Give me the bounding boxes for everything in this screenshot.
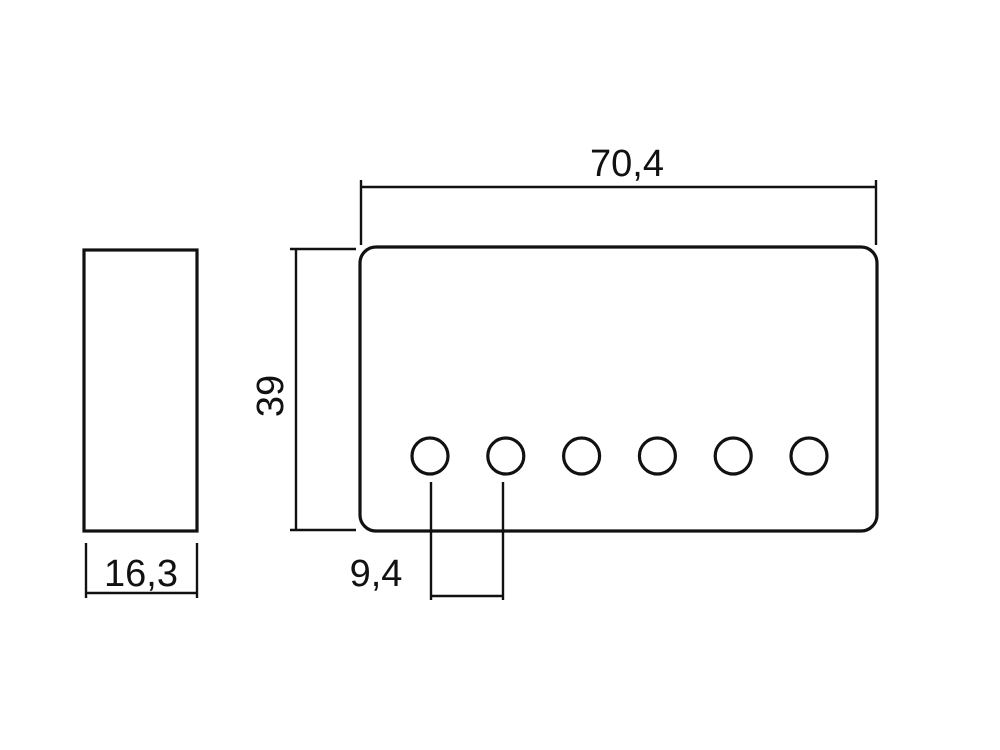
pole-piece-hole [789, 436, 829, 476]
depth-dimension: 16,3 [84, 543, 199, 598]
cover-side-view [82, 248, 199, 533]
pole-piece-hole [561, 436, 602, 476]
depth-label: 16,3 [104, 553, 178, 595]
pole-piece-hole [410, 436, 450, 476]
width-dimension: 70,4 [359, 143, 878, 245]
pole-spacing-label: 9,4 [350, 553, 403, 595]
width-label: 70,4 [590, 143, 664, 185]
cover-top-view [358, 245, 879, 533]
pole-piece-hole [486, 436, 526, 476]
pole-piece-holes [410, 436, 829, 476]
height-dimension: 39 [250, 247, 356, 532]
pole-piece-hole [713, 436, 753, 476]
pole-spacing-dimension: 9,4 [350, 482, 505, 600]
height-label: 39 [250, 375, 292, 417]
pole-piece-hole [637, 436, 678, 476]
